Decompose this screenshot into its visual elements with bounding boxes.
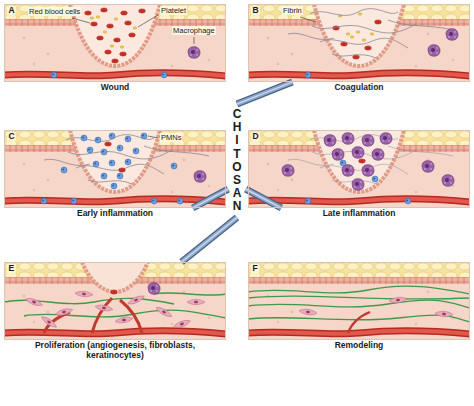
rod-shine [182,218,237,263]
chitosan-rod [193,189,229,208]
rod-shine [237,82,292,104]
part-label: Platelet [160,6,187,15]
early-inflammation-panel-art [4,130,226,208]
part-label: Macrophage [172,26,216,35]
rod-outline [237,82,292,104]
panel-letter: A [7,6,16,15]
panel-caption: Remodeling [249,341,469,351]
panel-letter: E [7,264,16,273]
chitosan-rod [182,218,237,263]
stage-panel: DLate inflammation [248,130,470,208]
late-inflammation-panel-art [248,130,470,208]
rod-body [193,189,229,208]
rod-shine [246,189,282,208]
rod-outline [193,189,229,208]
panel-caption: Wound [5,83,225,93]
proliferation-panel-art [4,262,226,340]
chitosan-rod [246,189,282,208]
panel-caption: Early inflammation [5,209,225,219]
agent-box: CHITOSAN [228,104,246,218]
panel-letter: F [251,264,259,273]
coagulation-panel-art [248,4,470,82]
rod-body [246,189,282,208]
rod-shine [193,189,229,208]
panel-caption: Coagulation [249,83,469,93]
stage-panel: FRemodeling [248,262,470,340]
remodeling-panel-art [248,262,470,340]
rod-outline [246,189,282,208]
rod-outline [182,218,237,263]
panel-letter: D [251,132,260,141]
part-label: Red blood cells [28,7,81,16]
rod-body [237,82,292,104]
chitosan-rod [237,82,292,104]
panel-letter: B [251,6,260,15]
panel-letter: C [7,132,16,141]
agent-name: CHITOSAN [232,108,242,214]
part-label: PMNs [160,133,182,142]
stage-panel: BCoagulation [248,4,470,82]
wound-panel-art [4,4,226,82]
rod-body [182,218,237,263]
leader-lines [72,15,316,138]
stage-panel: EProliferation (angiogenesis, fibroblast… [4,262,226,340]
stage-panel: CEarly inflammation [4,130,226,208]
panel-caption: Late inflammation [249,209,469,219]
part-label: Fibrin [282,6,303,15]
panel-caption: Proliferation (angiogenesis, fibroblasts… [5,341,225,361]
